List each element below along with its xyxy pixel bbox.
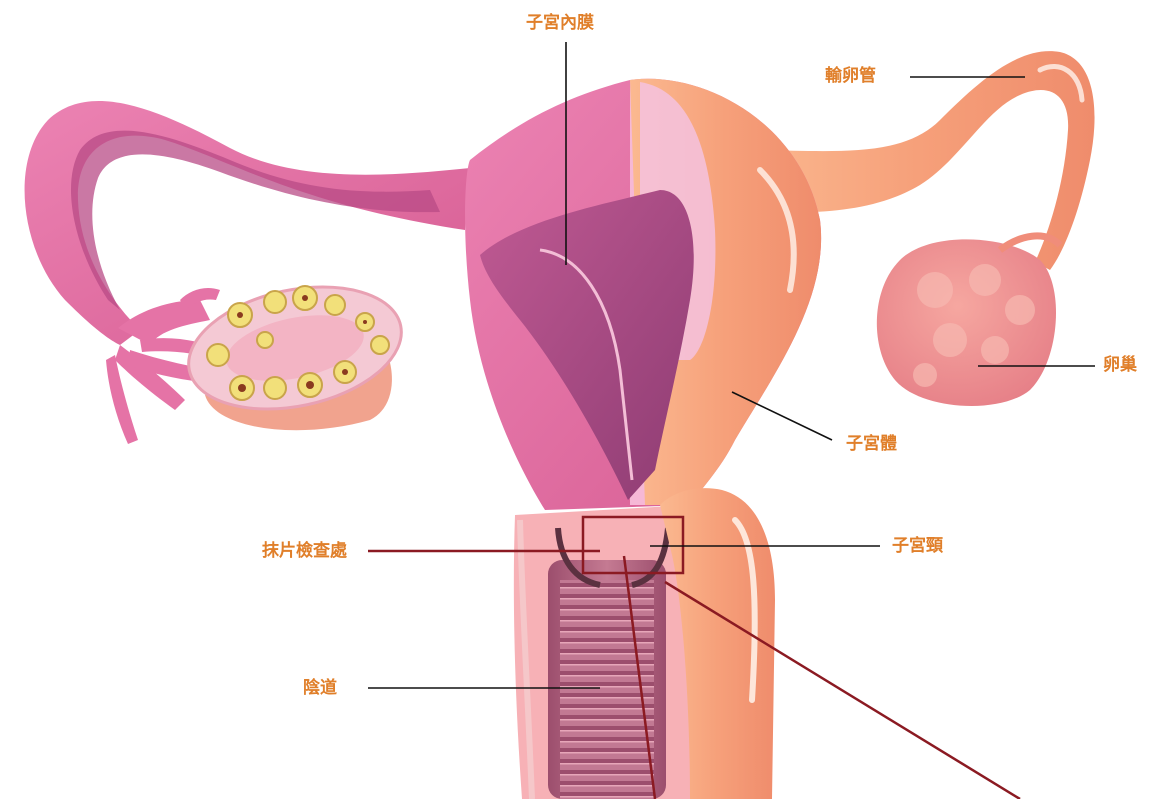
cervix-label: 子宮頸 bbox=[892, 536, 943, 556]
endometrium-label: 子宮內膜 bbox=[526, 13, 594, 33]
uterine-body-label: 子宮體 bbox=[846, 434, 897, 454]
uterus-body bbox=[465, 79, 821, 510]
ovary-label: 卵巢 bbox=[1103, 355, 1137, 375]
smear-site-label: 抹片檢查處 bbox=[262, 541, 347, 561]
vagina-label: 陰道 bbox=[303, 678, 337, 698]
fallopian-tube-label: 輸卵管 bbox=[825, 66, 876, 86]
right-ovary bbox=[877, 236, 1060, 406]
cervix-vagina bbox=[514, 488, 775, 799]
